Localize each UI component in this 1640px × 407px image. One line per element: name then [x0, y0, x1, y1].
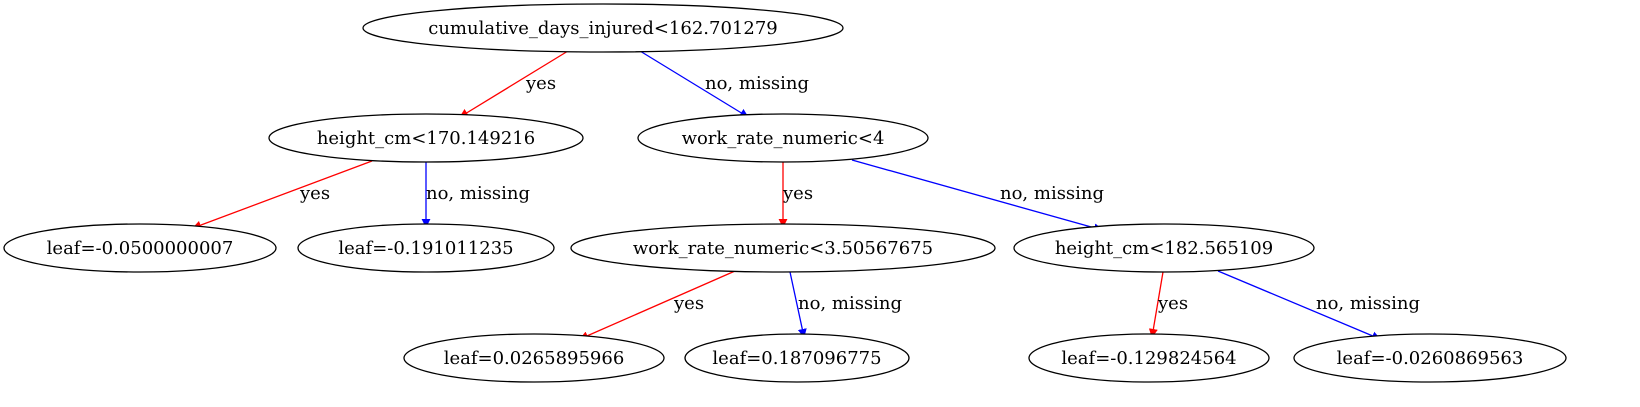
edge-n0-n1-yes: [459, 50, 569, 118]
node-label: leaf=-0.191011235: [338, 238, 513, 259]
leaf-node: leaf=-0.129824564: [1028, 333, 1270, 383]
node-label: cumulative_days_injured<162.701279: [428, 18, 777, 39]
edge-label-yes: yes: [299, 183, 330, 204]
edge-label-no-missing: no, missing: [1000, 183, 1104, 204]
node-label: work_rate_numeric<3.50567675: [633, 238, 933, 259]
node-ellipse: [297, 223, 555, 273]
node-label: height_cm<170.149216: [317, 128, 535, 149]
leaf-node: leaf=-0.0500000007: [3, 223, 277, 273]
split-node: height_cm<182.565109: [1013, 223, 1315, 273]
edge-label-no-missing: no, missing: [426, 183, 530, 204]
edge-n1-n3-yes: [192, 160, 373, 230]
node-label: leaf=-0.0500000007: [47, 238, 234, 259]
node-ellipse: [403, 333, 665, 383]
edge-label-yes: yes: [1157, 293, 1188, 314]
edge-n5-n8-no-missing: [789, 271, 807, 338]
node-ellipse: [1013, 223, 1315, 273]
node-ellipse: [637, 113, 929, 163]
edge-labels-layer: yes no, missing yes no, missing yes no, missi…: [299, 73, 1420, 314]
node-label: leaf=0.187096775: [712, 348, 881, 369]
edges-layer: [192, 50, 1381, 341]
node-label: leaf=-0.0260869563: [1337, 348, 1524, 369]
leaf-node: leaf=0.0265895966: [403, 333, 665, 383]
leaf-node: leaf=-0.191011235: [297, 223, 555, 273]
edge-n5-n7-yes: [579, 270, 736, 340]
edge-label-no-missing: no, missing: [1316, 293, 1420, 314]
edge-label-no-missing: no, missing: [705, 73, 809, 94]
node-label: height_cm<182.565109: [1055, 238, 1273, 259]
node-ellipse: [1293, 333, 1567, 383]
node-label: leaf=-0.129824564: [1061, 348, 1236, 369]
leaf-node: leaf=0.187096775: [684, 333, 910, 383]
split-node: cumulative_days_injured<162.701279: [362, 3, 844, 53]
node-ellipse: [684, 333, 910, 383]
edge-label-yes: yes: [782, 183, 813, 204]
split-node: height_cm<170.149216: [268, 113, 584, 163]
node-label: work_rate_numeric<4: [682, 128, 885, 149]
node-ellipse: [1028, 333, 1270, 383]
edge-n6-n10-no-missing: [1217, 270, 1381, 341]
edge-n0-n2-no-missing: [639, 50, 749, 118]
edge-label-yes: yes: [525, 73, 556, 94]
split-node: work_rate_numeric<3.50567675: [570, 223, 996, 273]
node-ellipse: [3, 223, 277, 273]
nodes-layer: cumulative_days_injured<162.701279height…: [3, 3, 1567, 383]
leaf-node: leaf=-0.0260869563: [1293, 333, 1567, 383]
edge-label-yes: yes: [673, 293, 704, 314]
edge-n6-n9-yes: [1148, 271, 1164, 338]
node-ellipse: [570, 223, 996, 273]
edge-label-no-missing: no, missing: [798, 293, 902, 314]
node-label: leaf=0.0265895966: [444, 348, 625, 369]
node-ellipse: [362, 3, 844, 53]
split-node: work_rate_numeric<4: [637, 113, 929, 163]
edge-n2-n6-no-missing: [851, 159, 1103, 233]
node-ellipse: [268, 113, 584, 163]
